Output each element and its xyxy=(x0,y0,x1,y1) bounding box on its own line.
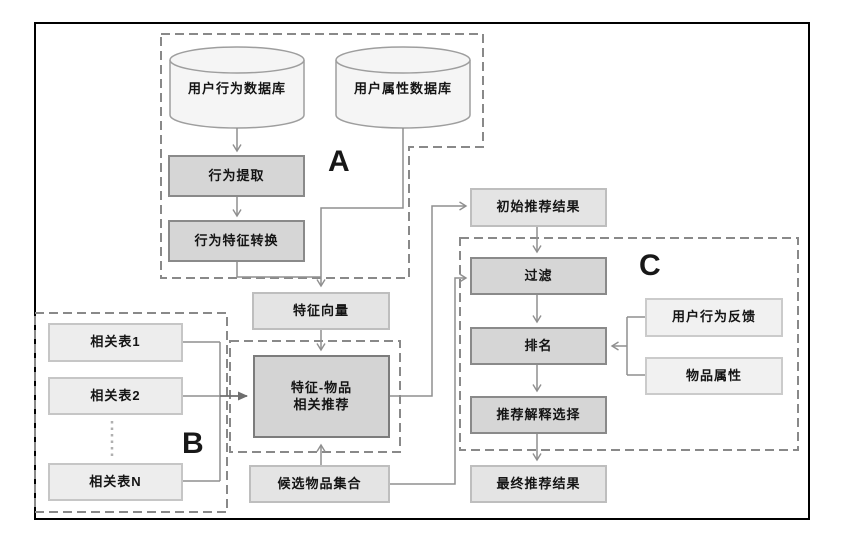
connector-featureitem-to-initialresults xyxy=(390,201,468,397)
ranking-label: 排名 xyxy=(524,337,553,353)
user-attribute-db-label: 用户属性数据库 xyxy=(353,80,452,96)
feature-item-line1: 特征-物品 xyxy=(290,379,353,395)
user-behavior-db: 用户行为数据库 xyxy=(172,76,302,102)
feature-item-recommendation-box: 特征-物品 相关推荐 xyxy=(253,355,390,438)
region-c-outline xyxy=(459,237,799,451)
filter-box: 过滤 xyxy=(470,257,607,295)
connector-candidates-to-filter xyxy=(390,273,468,485)
candidate-items-box: 候选物品集合 xyxy=(249,465,390,503)
initial-results-box: 初始推荐结果 xyxy=(470,188,607,227)
ranking-box: 排名 xyxy=(470,327,607,365)
related-table-n-label: 相关表N xyxy=(89,473,142,489)
explanation-selection-label: 推荐解释选择 xyxy=(496,406,581,422)
related-table-1-box: 相关表1 xyxy=(48,323,183,362)
connector-conversion-merge xyxy=(236,262,321,278)
user-behavior-feedback-label: 用户行为反馈 xyxy=(671,309,756,325)
feature-vector-box: 特征向量 xyxy=(252,292,390,330)
initial-results-label: 初始推荐结果 xyxy=(496,199,581,215)
related-table-2-label: 相关表2 xyxy=(90,387,141,403)
user-behavior-feedback-box: 用户行为反馈 xyxy=(645,298,783,337)
user-attribute-db-cylinder xyxy=(335,46,471,129)
connector-feedback-trunk xyxy=(626,316,645,376)
related-table-1-label: 相关表1 xyxy=(90,334,141,350)
related-table-n-box: 相关表N xyxy=(48,463,183,501)
behavior-extraction-label: 行为提取 xyxy=(208,167,265,183)
region-a-outline xyxy=(160,33,484,279)
item-attributes-box: 物品属性 xyxy=(645,357,783,395)
item-attributes-label: 物品属性 xyxy=(685,367,742,383)
connector-relatedtables-trunk xyxy=(183,341,221,482)
user-attribute-db: 用户属性数据库 xyxy=(338,76,468,102)
behavior-extraction-box: 行为提取 xyxy=(168,155,305,197)
behavior-feature-conversion-box: 行为特征转换 xyxy=(168,220,305,262)
region-c-label: C xyxy=(639,249,661,282)
candidate-items-label: 候选物品集合 xyxy=(277,475,362,491)
filter-label: 过滤 xyxy=(524,267,553,283)
user-behavior-db-cylinder xyxy=(169,46,305,129)
connector-attributedb-to-featurevector xyxy=(316,128,404,288)
explanation-selection-box: 推荐解释选择 xyxy=(470,396,607,434)
final-results-box: 最终推荐结果 xyxy=(470,465,607,503)
final-results-label: 最终推荐结果 xyxy=(496,475,581,491)
feature-item-line2: 相关推荐 xyxy=(293,396,350,412)
region-b-label: B xyxy=(182,427,204,460)
related-table-2-box: 相关表2 xyxy=(48,377,183,415)
feature-vector-label: 特征向量 xyxy=(292,302,349,318)
region-a-label: A xyxy=(328,145,350,178)
user-behavior-db-label: 用户行为数据库 xyxy=(187,80,286,96)
behavior-feature-conversion-label: 行为特征转换 xyxy=(194,232,279,248)
